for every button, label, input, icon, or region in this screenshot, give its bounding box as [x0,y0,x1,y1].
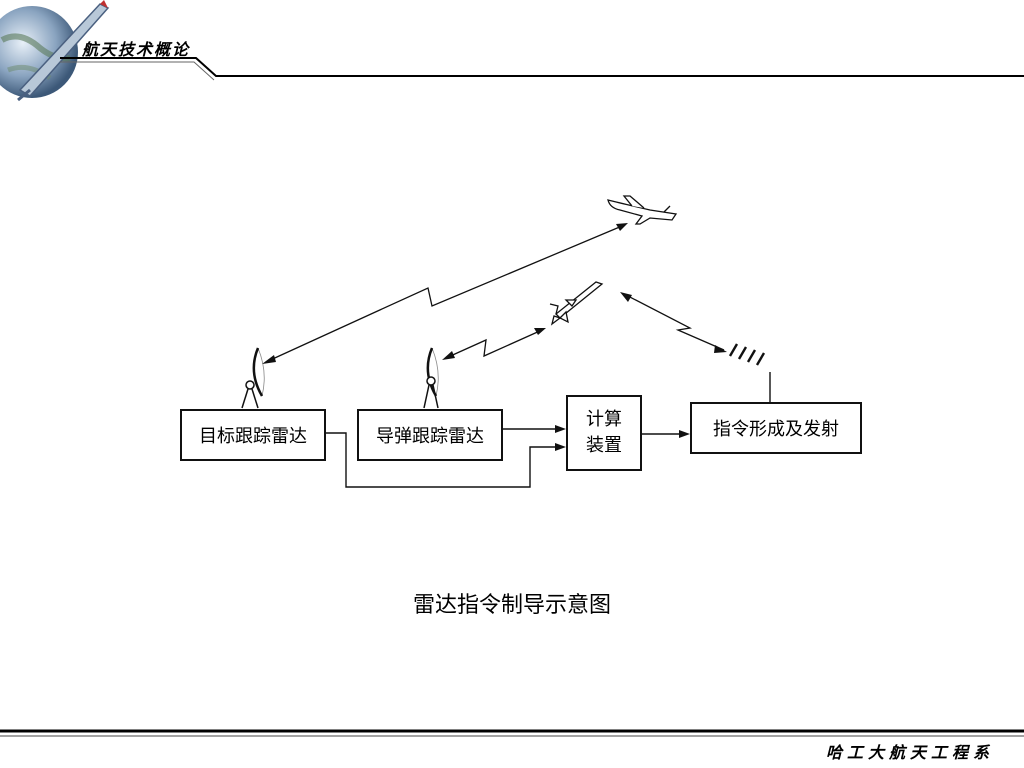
target-radar-dish-icon [241,347,265,409]
computer-label-line2: 装置 [586,435,622,456]
computer-box: 计算 装置 [566,395,642,471]
footer-title: 哈工大航天工程系 [825,743,994,762]
globe-rocket-logo [0,0,110,102]
header-title: 航天技术概论 [82,40,191,59]
target-tracking-radar-label: 目标跟踪雷达 [199,426,307,447]
target-tracking-radar-box: 目标跟踪雷达 [180,409,326,461]
target-aircraft-icon [607,195,678,225]
missile-tracking-radar-box: 导弹跟踪雷达 [357,409,503,461]
missile-radar-dish-icon [423,347,439,409]
diagram-caption: 雷达指令制导示意图 [412,593,611,618]
diagram-arrowheads [555,425,690,451]
diagram-connectors [324,372,771,488]
command-antenna-icon [728,343,766,366]
command-transmitter-box: 指令形成及发射 [690,402,862,454]
command-transmitter-label: 指令形成及发射 [713,419,839,440]
missile-tracking-radar-label: 导弹跟踪雷达 [376,426,484,447]
radio-links [265,225,725,363]
missile-icon [549,281,604,326]
radio-link-arrowheads [262,223,727,364]
computer-label-line1: 计算 [586,409,622,430]
